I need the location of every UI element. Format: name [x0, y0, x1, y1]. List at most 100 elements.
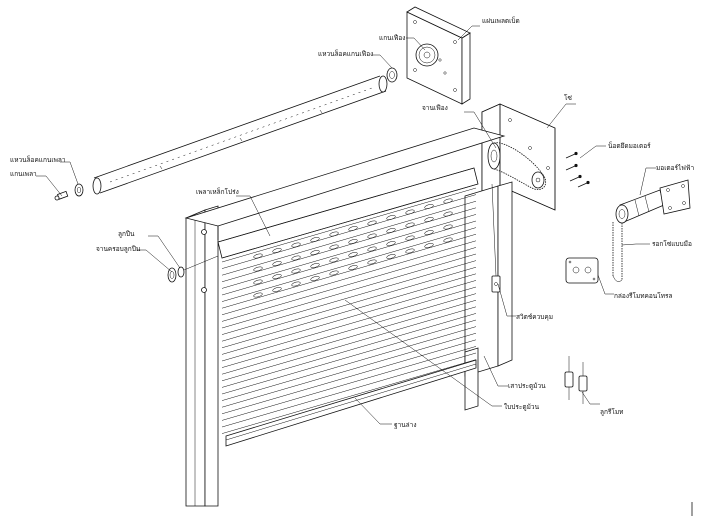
label-motor-screws: น็อตยึดมอเตอร์	[608, 141, 651, 150]
label-bearing: ลูกปืน	[118, 230, 135, 238]
slat-line	[221, 214, 477, 289]
perforation-hole	[348, 252, 358, 257]
label-chain: โซ่	[564, 94, 572, 102]
perforated-shaft	[217, 167, 479, 259]
slat-line	[221, 352, 477, 428]
label-manual-chain: รอกโซ่แบบมือ	[652, 240, 692, 248]
perforation-hole	[272, 287, 282, 292]
slat-line	[221, 194, 477, 269]
label-gear-shaft: แกนเฟือง	[379, 34, 405, 42]
perforation-hole	[386, 254, 396, 259]
label-guide-rail: เสาประตูม้วน	[508, 382, 546, 390]
label-bracket-plate: แผ่นเพลตเบ็ด	[482, 16, 520, 25]
perforation-hole	[348, 239, 358, 244]
slat-line	[221, 299, 477, 375]
slat-line	[221, 359, 477, 434]
perforation-hole	[329, 244, 339, 250]
perforation-hole	[348, 226, 358, 231]
slat-line	[221, 227, 477, 302]
labels: แผ่นเพลตเบ็ด แกนเฟือง แหวนล็อคแกนเฟือง โ…	[10, 16, 694, 429]
label-door-slats: ใบประตูม้วน	[504, 403, 540, 411]
control-box	[565, 257, 599, 284]
motor-screws	[565, 151, 590, 188]
perforation-hole	[386, 241, 396, 246]
perforation-hole	[405, 235, 415, 241]
slat-line	[221, 247, 477, 322]
label-limit-switch: สวิตช์ควบคุม	[516, 313, 553, 321]
label-bearing-housing: จานครอบลูกปืน	[96, 245, 141, 253]
perforation-hole	[253, 279, 263, 285]
axle-tube	[92, 75, 388, 195]
limit-switch	[491, 183, 501, 293]
slat-line	[221, 240, 477, 316]
slat-line	[221, 200, 477, 276]
slat-line	[221, 220, 477, 296]
perforation-hole	[424, 204, 434, 209]
perforation-hole	[348, 265, 358, 270]
label-gear-shaft-support: แหวนล็อคแกนเฟือง	[318, 49, 373, 58]
perforation-hole	[272, 261, 282, 266]
slat-line	[221, 319, 477, 395]
perforation-hole	[443, 237, 453, 243]
slat-line	[221, 253, 477, 329]
leader-lines	[36, 25, 656, 425]
perforation-hole	[424, 243, 434, 248]
perforation-hole	[424, 217, 434, 222]
slat-line	[221, 293, 477, 368]
door-frame	[184, 127, 513, 507]
perforation-hole	[443, 211, 453, 217]
hand-remotes	[564, 356, 588, 404]
perforation-hole	[367, 220, 377, 226]
perforation-hole	[310, 250, 320, 255]
label-electric-motor: มอเตอร์ไฟฟ้า	[656, 164, 694, 172]
bracket-plate	[406, 6, 471, 105]
perforation-hole	[329, 270, 339, 276]
manual-chain	[612, 222, 623, 283]
slat-line	[221, 332, 477, 408]
perforation-hole	[253, 253, 263, 259]
perforation-hole	[405, 209, 415, 215]
door-slats	[221, 187, 477, 434]
label-axle-lock-ring: แหวนล็อคแกนเพลา	[10, 155, 66, 164]
perforation-hole	[310, 237, 320, 242]
perforation-hole	[291, 281, 301, 287]
perforation-hole	[443, 224, 453, 230]
perforation-hole	[329, 231, 339, 237]
slat-line	[221, 260, 477, 335]
slat-line	[221, 207, 477, 283]
perforation-hole	[291, 268, 301, 274]
perforation-hole	[386, 228, 396, 233]
perforation-hole	[253, 266, 263, 272]
perforation-hole	[291, 255, 301, 261]
perforation-hole	[367, 259, 377, 265]
perforation-hole	[405, 248, 415, 254]
perforation-hole	[291, 242, 301, 248]
perforation-hole	[443, 198, 453, 204]
perforations	[253, 198, 453, 298]
slat-line	[221, 326, 477, 401]
label-axle-shaft: แกนเพลา	[10, 170, 37, 178]
bottom-bar	[225, 359, 477, 447]
slat-line	[221, 339, 477, 415]
bearing-parts	[167, 229, 219, 293]
perforation-hole	[310, 276, 320, 281]
label-sprocket: จานเฟือง	[422, 104, 448, 112]
slat-line	[221, 313, 477, 388]
label-hand-remote: ลูกรีโมท	[600, 408, 623, 416]
slat-line	[221, 266, 477, 342]
perforation-hole	[272, 274, 282, 279]
slat-line	[221, 187, 477, 263]
perforation-hole	[310, 263, 320, 268]
axle-end-parts	[54, 183, 84, 201]
perforation-hole	[253, 292, 263, 298]
slat-line	[221, 233, 477, 309]
perforation-hole	[367, 233, 377, 239]
label-rolling-shaft: เพลาเหล็กโปร่ง	[196, 187, 239, 196]
label-bottom-bar: ฐานล่าง	[394, 421, 417, 429]
perforation-hole	[424, 230, 434, 235]
perforation-hole	[386, 215, 396, 220]
label-control-box: กล่องรีโมทคอนโทรล	[614, 292, 673, 300]
slat-line	[221, 346, 477, 421]
slat-line	[221, 273, 477, 349]
